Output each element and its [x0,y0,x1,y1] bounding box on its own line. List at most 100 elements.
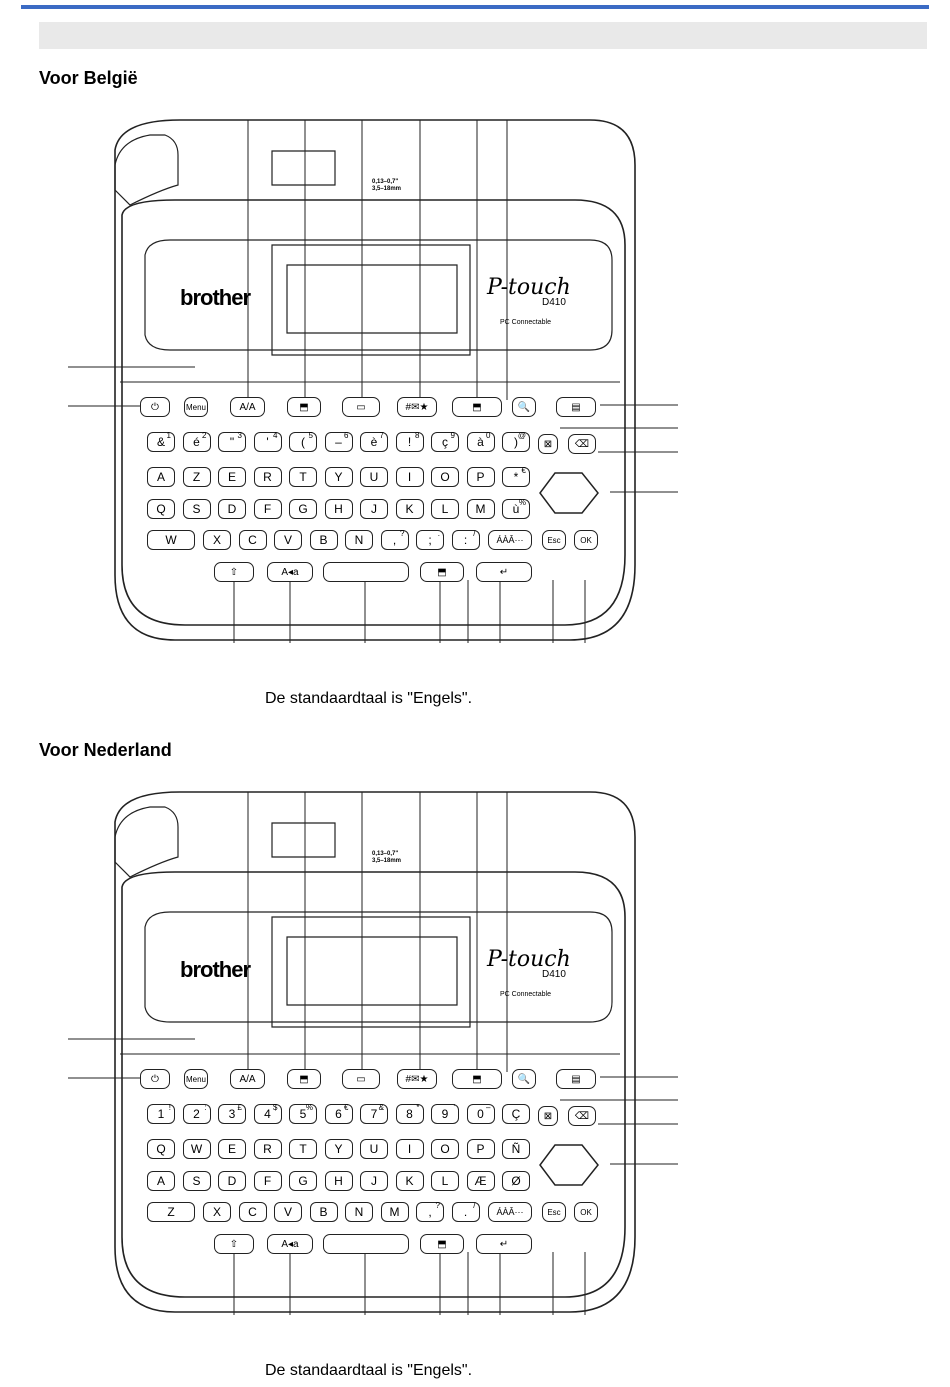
key: ./ [451,1201,480,1222]
key-main: F [263,1174,272,1188]
key-main: P [476,1142,485,1156]
accent-key: ÁÀÂ··· [488,1202,532,1222]
key: P [466,467,495,487]
function-key: 🔍 [512,397,536,417]
key: )@ [502,431,530,452]
key-main: C [248,533,257,547]
dpad [539,1144,599,1186]
key: '4 [253,431,282,452]
outline-path [114,119,636,641]
outline-path [144,911,613,1023]
accent-key: ÁÀÂ··· [488,530,532,550]
key-main: – [335,435,342,449]
key-main: W [190,1142,203,1156]
outline-path [271,822,336,858]
outline-path [286,936,458,1006]
key: X [203,1202,231,1222]
key-main: R [263,1142,272,1156]
dpad [539,472,599,514]
key-main: à [477,435,484,449]
connect-label: PC Connectable [500,319,551,326]
function-key: ⬒ [287,1069,321,1089]
outline-path [114,806,179,878]
key-main: K [405,502,414,516]
key-main: S [192,502,201,516]
key-main: M [389,1205,400,1219]
key: Q [147,1139,175,1159]
shift-key: ⇧ [214,1234,254,1254]
tape-spec: 0,13–0,7" 3,5–18mm [372,179,402,192]
function-key: ▭ [342,1069,380,1089]
key: –6 [324,431,353,452]
key-main: 2 [193,1107,200,1121]
key: V [274,1202,302,1222]
product-name: P-touch [487,947,571,972]
key-main: B [319,1205,328,1219]
key-main: L [441,502,449,516]
key: 0– [466,1103,495,1124]
key-main: : [463,533,468,547]
key: T [289,467,317,487]
power-key: ⏻ [140,1069,170,1089]
key-main: H [334,1174,343,1188]
model-number: D410 [542,297,566,308]
key-main: G [298,1174,308,1188]
key-main: S [192,1174,201,1188]
function-key: 🔍 [512,1069,536,1089]
key: O [431,467,459,487]
backspace-key: ⌫ [568,1106,596,1126]
key-main: Z [167,1205,175,1219]
key: O [431,1139,459,1159]
key-sub: * [416,1103,420,1112]
key-main: Y [334,470,343,484]
caps-key: A◂a [267,562,313,582]
enter-key: ↵ [476,1234,532,1254]
key-main: D [227,1174,237,1188]
key: D [218,499,246,519]
ok-key: OK [574,1202,598,1222]
key: B [309,530,338,550]
key-main: E [227,1142,236,1156]
default-language-note-belgie: De standaardtaal is "Engels". [265,690,473,707]
key-main: X [212,533,221,547]
key: J [360,1171,388,1191]
clear-key: ⊠ [538,434,558,454]
key-main: 3 [228,1107,236,1121]
backspace-key: ⌫ [568,434,596,454]
key-main: ) [514,435,518,449]
key: Y [324,1139,353,1159]
outline-path [121,871,626,1298]
outline-path [271,916,471,1028]
function-key: ▤ [556,397,596,417]
key-main: ù [512,502,520,516]
key: L [431,499,459,519]
key-main: A [156,1174,165,1188]
key-sub: : [204,1103,207,1112]
key-main: V [283,533,292,547]
key-main: V [283,1205,292,1219]
key-main: 5 [299,1107,307,1121]
key: 1! [147,1103,175,1124]
outline-path [121,199,626,626]
key: R [253,467,282,487]
enter-key: ↵ [476,562,532,582]
key: K [395,499,424,519]
function-key: ⬒ [452,1069,502,1089]
key-sub: 8 [415,431,420,440]
key: H [324,499,353,519]
key-main: 1 [157,1107,165,1121]
key-main: ' [266,435,269,449]
key: Y [324,467,353,487]
section-banner [39,22,927,49]
key: C [238,530,267,550]
key-sub: ! [168,1103,171,1112]
key-sub: 7 [379,431,384,440]
key-sub: $ [273,1103,278,1112]
key: L [431,1171,459,1191]
key-sub: & [378,1103,384,1112]
key-main: ; [428,533,432,547]
key-main: * [513,470,519,484]
